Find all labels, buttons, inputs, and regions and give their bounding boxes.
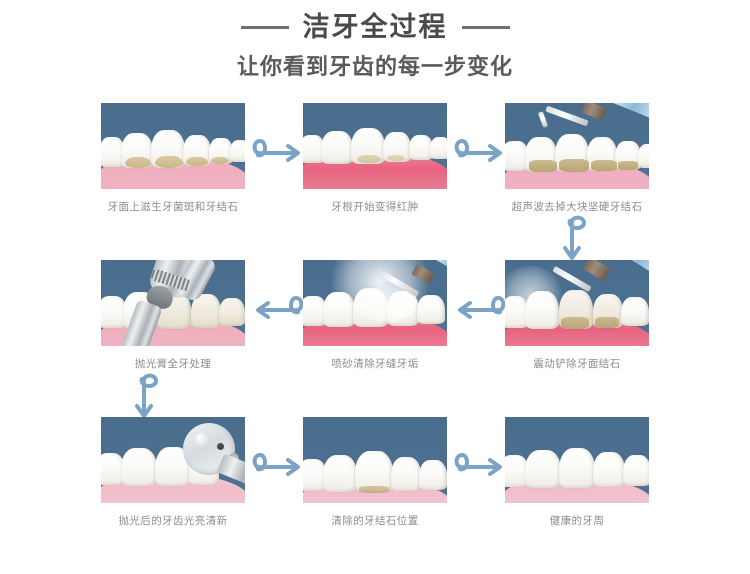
tooth	[355, 451, 393, 492]
tooth	[230, 140, 245, 162]
step-card-4: 震动铲除牙面结石	[505, 260, 649, 371]
step-caption-2: 牙根开始变得红肿	[331, 201, 419, 213]
arrow-right-step8-step9	[454, 443, 506, 477]
step-image-9	[505, 417, 649, 503]
tooth	[219, 298, 245, 326]
arrow-left-step4-step5	[454, 286, 506, 320]
page-header: 洁牙全过程 让你看到牙齿的每一步变化	[0, 0, 750, 81]
step-caption-3: 超声波去掉大块坚硬牙结石	[511, 201, 643, 213]
cleaned-calculus-site-marker	[359, 486, 389, 493]
tooth	[638, 144, 649, 168]
mirror-screw-dot	[217, 443, 224, 450]
step-card-8: 清除的牙结石位置	[303, 417, 447, 528]
page-subtitle: 让你看到牙齿的每一步变化	[236, 54, 513, 79]
arrow-right-step1-step2	[252, 129, 304, 163]
step-card-9: 健康的牙周	[505, 417, 649, 528]
steps-row-2: 抛光膏全牙处理	[0, 260, 750, 417]
page-title: 洁牙全过程	[302, 12, 448, 42]
tooth	[621, 297, 649, 326]
tooth	[321, 131, 353, 164]
tooth	[409, 135, 433, 160]
dental-mirror-surface	[195, 433, 208, 446]
step-caption-5: 喷砂清除牙缝牙垢	[331, 358, 419, 370]
calculus-deposit	[595, 317, 619, 328]
calculus-deposit	[618, 161, 638, 170]
step-card-1: 牙面上滋生牙菌斑和牙结石	[101, 103, 245, 214]
step-caption-1: 牙面上滋生牙菌斑和牙结石	[107, 201, 239, 213]
arrow-right-step2-step3	[454, 129, 506, 163]
tooth	[391, 457, 421, 491]
plaque-deposit	[211, 157, 229, 164]
tooth	[191, 294, 221, 328]
tooth	[623, 455, 649, 486]
title-rule-left-icon	[240, 25, 289, 29]
calculus-deposit	[529, 160, 557, 172]
step-caption-4: 震动铲除牙面结石	[533, 358, 621, 370]
step-image-7	[101, 417, 245, 503]
step-image-8	[303, 417, 447, 503]
step-caption-7: 抛光后的牙齿光亮清新	[118, 515, 228, 527]
title-row: 洁牙全过程	[0, 10, 750, 44]
step-image-6	[101, 260, 245, 346]
calculus-deposit	[591, 160, 617, 171]
arrow-right-step7-step8	[252, 443, 304, 477]
tooth	[323, 455, 357, 492]
step-card-6: 抛光膏全牙处理	[101, 260, 245, 371]
step-image-1	[101, 103, 245, 189]
tooth	[121, 448, 157, 486]
arrow-down-col3	[562, 215, 596, 263]
plaque-deposit	[155, 156, 183, 168]
plaque-deposit	[357, 155, 381, 163]
tooth	[525, 291, 559, 329]
tooth	[419, 460, 447, 490]
tooth	[323, 292, 355, 327]
tooth	[430, 137, 447, 159]
tooth	[525, 450, 561, 488]
step-caption-6: 抛光膏全牙处理	[134, 358, 212, 370]
steps-grid: 牙面上滋生牙菌斑和牙结石 牙根开始变得红肿	[0, 103, 750, 574]
steps-row-1: 牙面上滋生牙菌斑和牙结石 牙根开始变得红肿	[0, 103, 750, 260]
step-card-3: 超声波去掉大块坚硬牙结石	[505, 103, 649, 214]
arrow-down-col1	[134, 373, 168, 421]
tooth	[593, 452, 625, 487]
calculus-deposit	[559, 159, 589, 172]
step-card-7: 抛光后的牙齿光亮清新	[101, 417, 245, 528]
step-card-5: 喷砂清除牙缝牙垢	[303, 260, 447, 371]
step-image-2	[303, 103, 447, 189]
plaque-deposit	[125, 157, 151, 168]
steps-row-3: 抛光后的牙齿光亮清新 清除的牙结石位置	[0, 417, 750, 574]
arrow-left-step5-step6	[252, 286, 304, 320]
tooth	[417, 295, 445, 324]
step-card-2: 牙根开始变得红肿	[303, 103, 447, 214]
tooth	[101, 296, 127, 328]
step-image-5	[303, 260, 447, 346]
title-rule-right-icon	[461, 25, 510, 29]
calculus-deposit	[561, 317, 589, 329]
step-image-3	[505, 103, 649, 189]
tooth	[559, 448, 595, 488]
step-caption-8: 清除的牙结石位置	[331, 515, 419, 527]
plaque-deposit	[186, 157, 208, 166]
plaque-deposit	[387, 155, 405, 161]
tooth	[303, 135, 325, 163]
step-caption-9: 健康的牙周	[549, 515, 605, 527]
step-image-4	[505, 260, 649, 346]
